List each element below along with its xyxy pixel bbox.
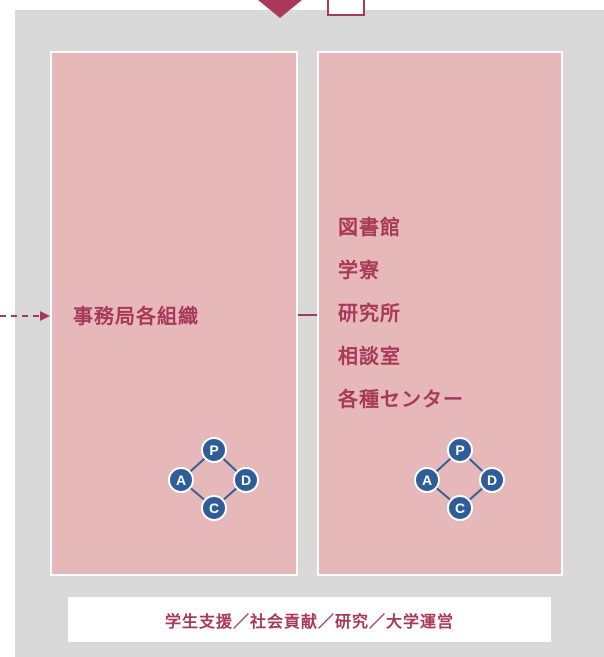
pdca-node-plan: P — [447, 437, 473, 463]
facility-item: 図書館 — [338, 215, 401, 239]
footer-banner: 学生支援／社会貢献／研究／大学運営 — [68, 597, 551, 642]
facility-item: 学寮 — [338, 258, 380, 282]
down-arrow-icon — [258, 0, 302, 18]
facility-item: 相談室 — [338, 344, 401, 368]
facility-list: 図書館 学寮 研究所 相談室 各種センター — [338, 212, 464, 427]
pdca-cycle-right: P A D C — [414, 432, 506, 524]
pdca-node-check: C — [201, 495, 227, 521]
pdca-node-do: D — [233, 467, 259, 493]
pdca-node-do: D — [479, 467, 505, 493]
pdca-cycle-left: P A D C — [168, 432, 260, 524]
pdca-node-act: A — [168, 467, 194, 493]
footer-text: 学生支援／社会貢献／研究／大学運営 — [164, 611, 454, 631]
dashed-arrow-icon — [0, 311, 50, 321]
pdca-node-act: A — [414, 467, 440, 493]
pdca-node-check: C — [447, 495, 473, 521]
pdca-node-plan: P — [201, 437, 227, 463]
facility-item: 研究所 — [338, 301, 401, 325]
facility-item: 各種センター — [338, 387, 464, 411]
top-connector-box — [327, 0, 365, 16]
right-panel — [317, 51, 563, 576]
panel-connector — [298, 314, 317, 316]
secretariat-label: 事務局各組織 — [73, 304, 199, 328]
